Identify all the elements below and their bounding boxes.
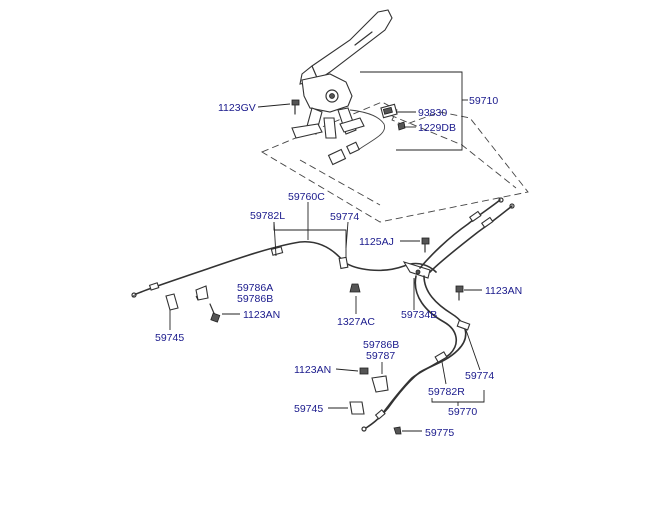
- label-59786B-lower: 59786B: [363, 339, 399, 351]
- leader-lines: [169, 71, 485, 432]
- floor-outline: [260, 101, 529, 223]
- parking-brake-lever: [291, 9, 406, 166]
- label-1229DB: 1229DB: [418, 122, 456, 134]
- label-59774-upper: 59774: [330, 211, 359, 223]
- label-59734B: 59734B: [401, 309, 437, 321]
- label-59786A: 59786A: [237, 282, 273, 294]
- label-1327AC: 1327AC: [337, 316, 375, 328]
- rear-cable-lower: [361, 275, 471, 432]
- label-1125AJ: 1125AJ: [359, 236, 394, 248]
- label-1123AN-lower: 1123AN: [294, 364, 331, 376]
- label-59787: 59787: [366, 350, 395, 362]
- label-59775: 59775: [425, 427, 454, 439]
- label-59782R: 59782R: [428, 386, 465, 398]
- label-59786B-left: 59786B: [237, 293, 273, 305]
- label-59745-lower: 59745: [294, 403, 323, 415]
- small-parts: [165, 237, 464, 435]
- label-93830: 93830: [418, 107, 447, 119]
- label-1123AN-left: 1123AN: [243, 309, 280, 321]
- label-59770: 59770: [448, 406, 477, 418]
- label-59745-left: 59745: [155, 332, 184, 344]
- label-59774-lower: 59774: [465, 370, 494, 382]
- label-59782L: 59782L: [250, 210, 285, 222]
- part-labels: 59710 1123GV 93830 1229DB 59760C 59782L …: [155, 95, 522, 439]
- front-cable: [131, 240, 437, 298]
- label-59710: 59710: [469, 95, 498, 107]
- rear-cables-upper: [419, 197, 515, 273]
- label-59760C: 59760C: [288, 191, 325, 203]
- label-1123GV: 1123GV: [218, 102, 256, 114]
- label-1123AN-right: 1123AN: [485, 285, 522, 297]
